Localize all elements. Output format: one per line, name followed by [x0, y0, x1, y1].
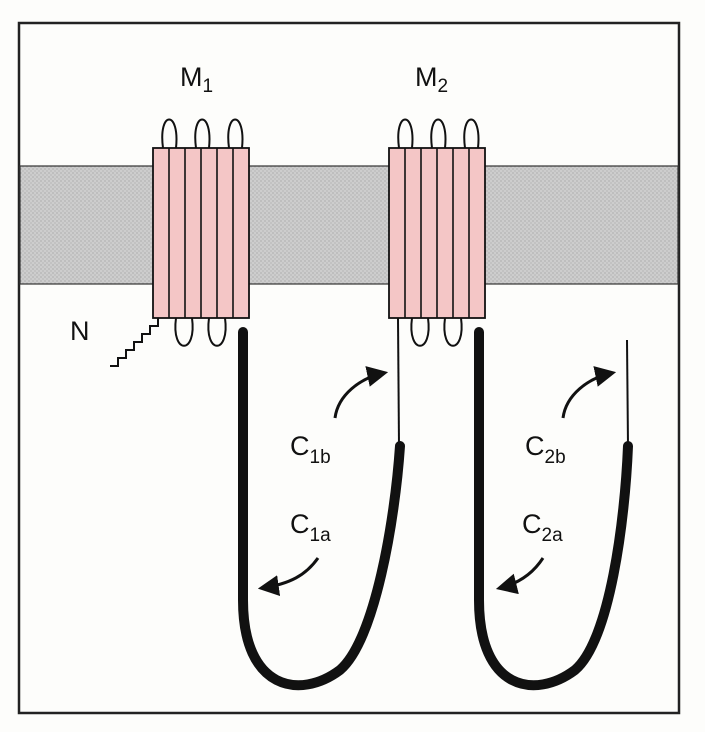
label-n-terminus: N	[70, 316, 90, 346]
label-c1a-sub: 1a	[310, 525, 332, 546]
label-m1-main: M	[180, 62, 203, 92]
m2-cytoplasmic-loops	[410, 317, 463, 347]
transmembrane-domain-m2	[388, 118, 486, 347]
label-c1a-main: C	[290, 509, 310, 539]
n-terminus-chain	[110, 318, 159, 367]
c1a-arrow	[257, 557, 320, 597]
label-m2-main: M	[415, 62, 438, 92]
m1-extracellular-loops	[161, 118, 244, 149]
label-c1b-sub: 1b	[310, 447, 331, 468]
label-m2: M2	[415, 62, 448, 97]
transmembrane-domain-m1	[152, 118, 250, 347]
label-c1a: C1a	[290, 509, 331, 546]
m1-helix-dividers	[168, 148, 234, 318]
label-c2a-main: C	[522, 509, 542, 539]
c2b-arrow	[561, 366, 617, 419]
m2-extracellular-loops	[397, 118, 480, 149]
label-c2b-sub: 2b	[545, 447, 566, 468]
label-c2b: C2b	[525, 431, 566, 468]
label-c2b-main: C	[525, 431, 545, 461]
label-c2a: C2a	[522, 509, 563, 546]
c1b-arrow	[333, 366, 389, 419]
label-m1: M1	[180, 62, 213, 97]
c1b-strand	[397, 317, 400, 447]
c2b-strand	[626, 339, 629, 447]
m2-helix-dividers	[404, 148, 470, 318]
label-m1-sub: 1	[203, 76, 214, 97]
membrane-bilayer	[19, 165, 679, 285]
c2a-arrow	[495, 557, 545, 595]
m1-cytoplasmic-loops	[174, 317, 227, 347]
label-m2-sub: 2	[438, 76, 449, 97]
label-c2a-sub: 2a	[542, 525, 564, 546]
c1a-strand	[238, 327, 405, 691]
c2a-strand	[474, 327, 633, 691]
figure-frame	[17, 21, 681, 715]
label-c1b: C1b	[290, 431, 331, 468]
label-c1b-main: C	[290, 431, 310, 461]
